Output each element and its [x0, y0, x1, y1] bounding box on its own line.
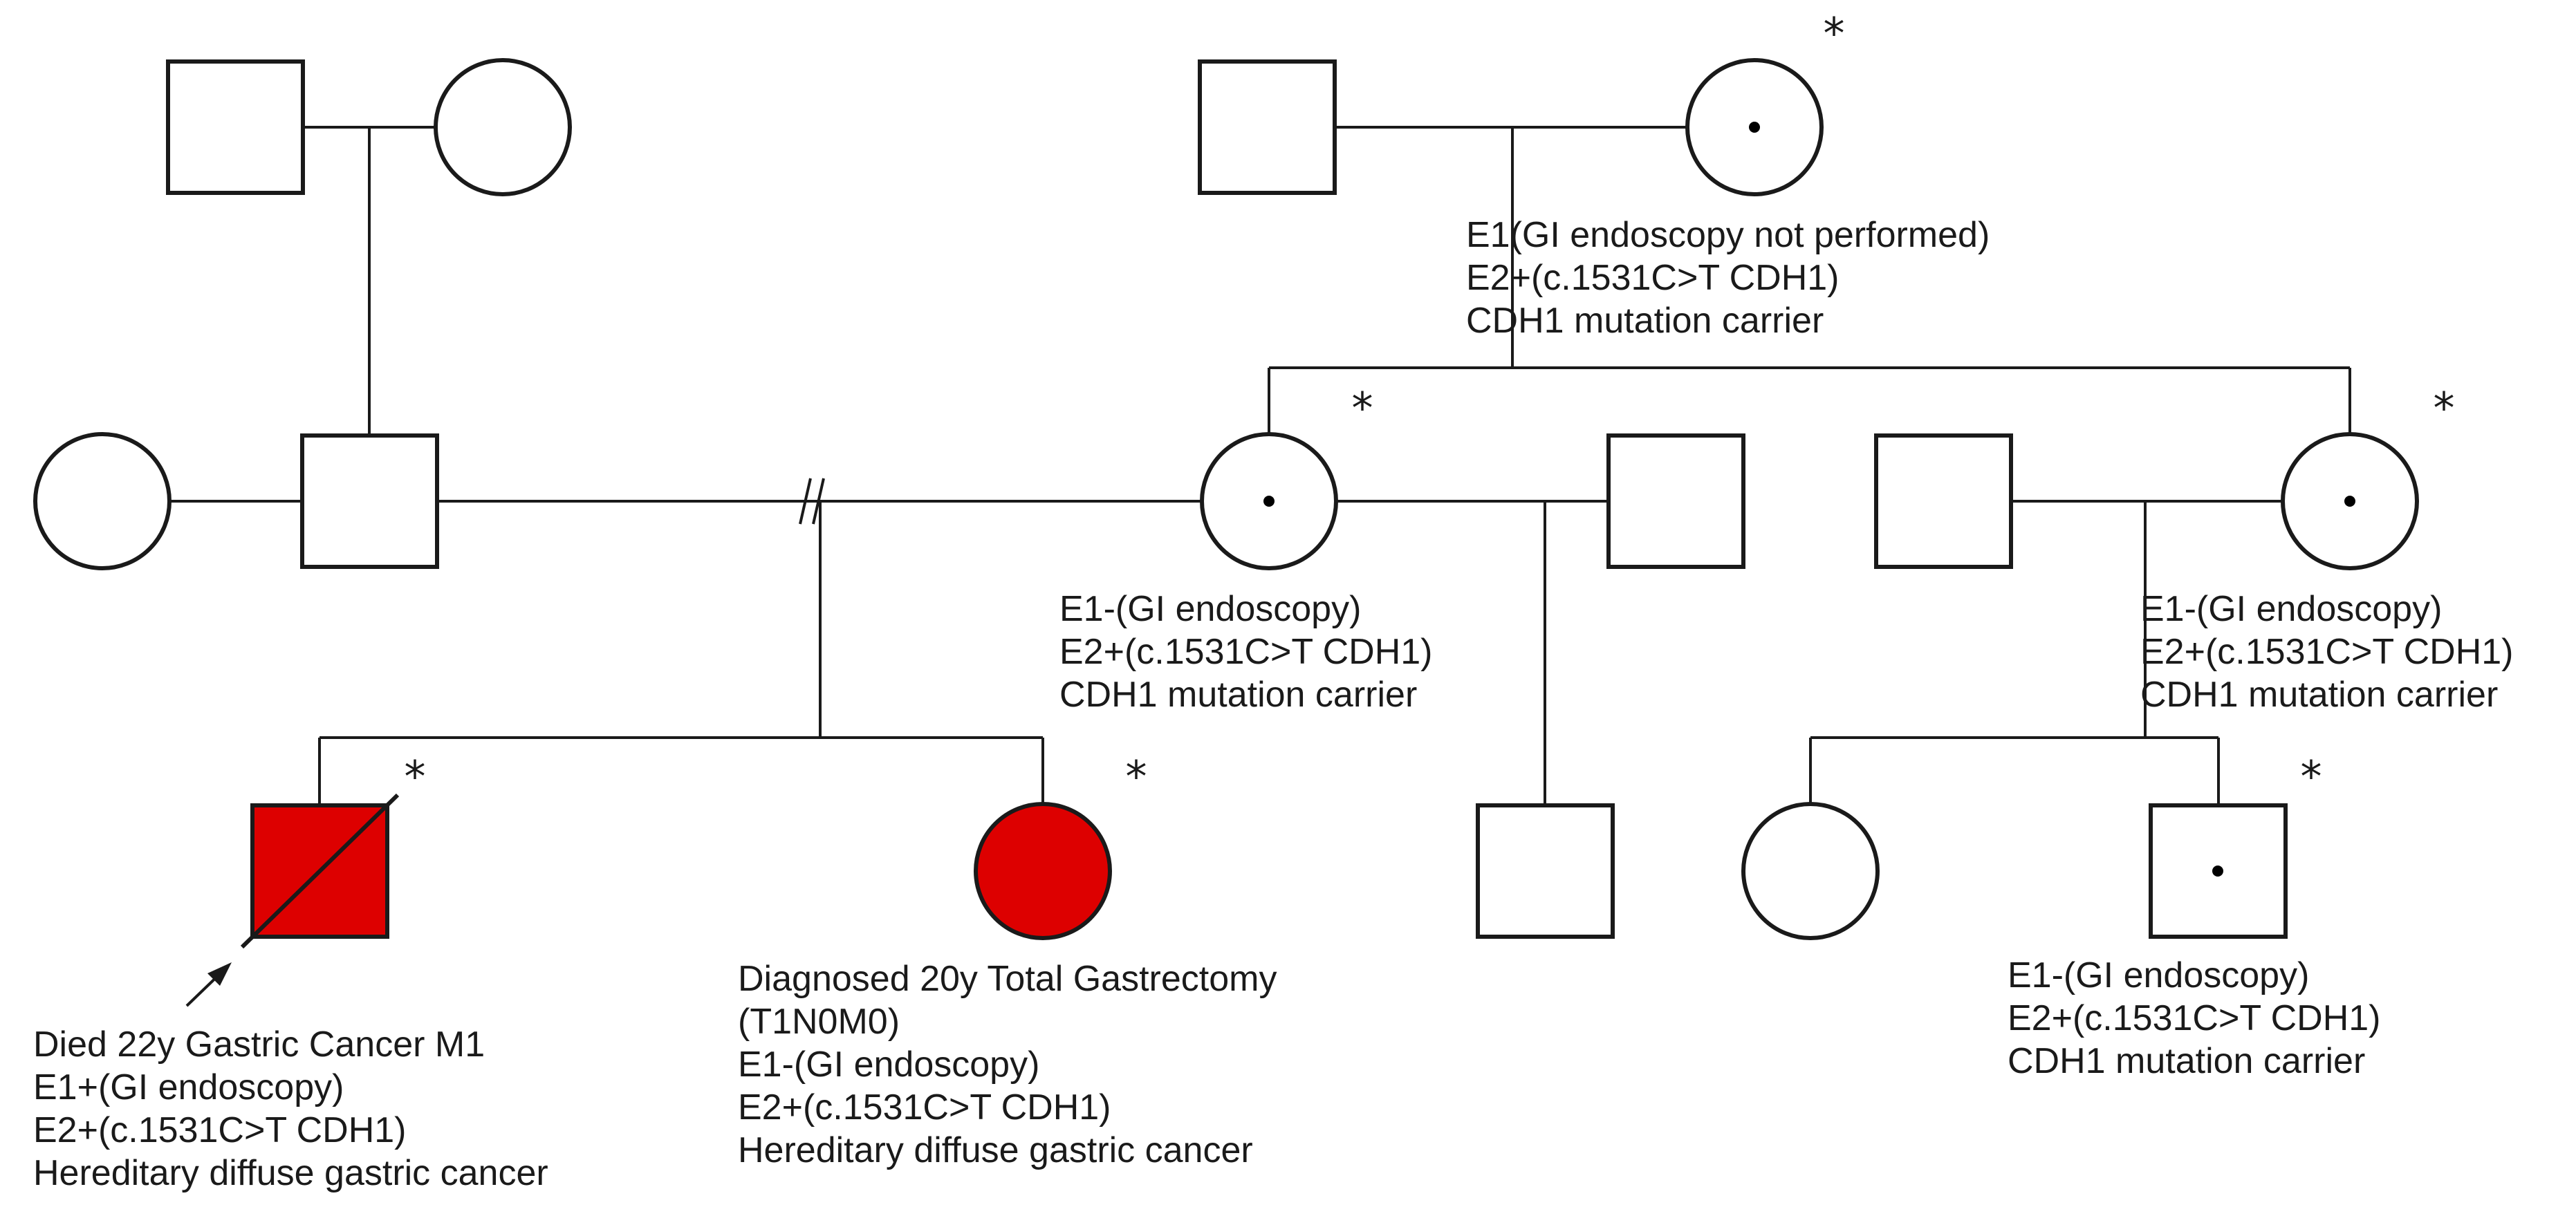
sister-circle-affected: [974, 802, 1112, 940]
label-line: (T1N0M0): [738, 1002, 900, 1042]
asterisk-sister: *: [1126, 751, 1147, 802]
label-line: CDH1 mutation carrier: [1059, 675, 1418, 715]
label-line: Hereditary diffuse gastric cancer: [33, 1153, 548, 1193]
proband-arrow-head: [207, 962, 232, 986]
label-line: Hereditary diffuse gastric cancer: [738, 1130, 1253, 1170]
label-line: E1-(GI endoscopy): [738, 1045, 1040, 1085]
paternal-grandmother-circle: [434, 58, 572, 196]
label-mother: E1-(GI endoscopy) E2+(c.1531C>T CDH1) CD…: [1059, 588, 1433, 716]
label-line: E2+(c.1531C>T CDH1): [33, 1110, 407, 1150]
female-cousin-circle: [1741, 802, 1880, 940]
label-line: E2+(c.1531C>T CDH1): [1059, 632, 1433, 672]
label-line: E1-(GI endoscopy): [2140, 589, 2443, 629]
aunts-husband-square: [1874, 433, 2013, 569]
carrier-dot-aunt: [2344, 496, 2355, 507]
asterisk-mother: *: [1352, 383, 1373, 433]
asterisk-aunt: *: [2434, 383, 2455, 433]
label-line: CDH1 mutation carrier: [2008, 1041, 2366, 1081]
label-line: Died 22y Gastric Cancer M1: [33, 1025, 485, 1065]
paternal-grandfather-square: [166, 59, 305, 195]
carrier-dot-maternal-grandmother: [1749, 122, 1760, 133]
asterisk-maternal-grandmother: *: [1824, 8, 1845, 59]
label-line: E1(GI endoscopy not performed): [1466, 215, 1990, 255]
label-line: CDH1 mutation carrier: [2140, 675, 2499, 715]
label-proband: Died 22y Gastric Cancer M1 E1+(GI endosc…: [33, 1023, 548, 1195]
maternal-grandfather-square: [1198, 59, 1337, 195]
label-aunt: E1-(GI endoscopy) E2+(c.1531C>T CDH1) CD…: [2140, 588, 2514, 716]
mothers-second-husband-square: [1606, 433, 1745, 569]
asterisk-male-cousin: *: [2301, 751, 2322, 802]
label-line: E2+(c.1531C>T CDH1): [2140, 632, 2514, 672]
label-line: E1-(GI endoscopy): [2008, 955, 2310, 995]
label-maternal-grandmother: E1(GI endoscopy not performed) E2+(c.153…: [1466, 214, 1990, 342]
fathers-other-wife-circle: [33, 432, 172, 570]
half-brother-square: [1476, 803, 1615, 939]
label-line: E1+(GI endoscopy): [33, 1067, 344, 1107]
label-line: CDH1 mutation carrier: [1466, 301, 1824, 341]
label-line: E2+(c.1531C>T CDH1): [1466, 258, 1840, 298]
deceased-slash-proband: [240, 793, 400, 949]
father-square: [300, 433, 439, 569]
carrier-dot-male-cousin: [2212, 866, 2223, 877]
label-line: Diagnosed 20y Total Gastrectomy: [738, 959, 1277, 999]
asterisk-proband: *: [405, 751, 426, 802]
divorce-slash-2: [812, 478, 825, 525]
label-male-cousin: E1-(GI endoscopy) E2+(c.1531C>T CDH1) CD…: [2008, 954, 2381, 1083]
carrier-dot-mother: [1263, 496, 1275, 507]
divorce-slash-1: [799, 478, 812, 525]
label-sister: Diagnosed 20y Total Gastrectomy (T1N0M0)…: [738, 957, 1277, 1172]
label-line: E2+(c.1531C>T CDH1): [738, 1087, 1111, 1128]
label-line: E1-(GI endoscopy): [1059, 589, 1362, 629]
label-line: E2+(c.1531C>T CDH1): [2008, 998, 2381, 1038]
